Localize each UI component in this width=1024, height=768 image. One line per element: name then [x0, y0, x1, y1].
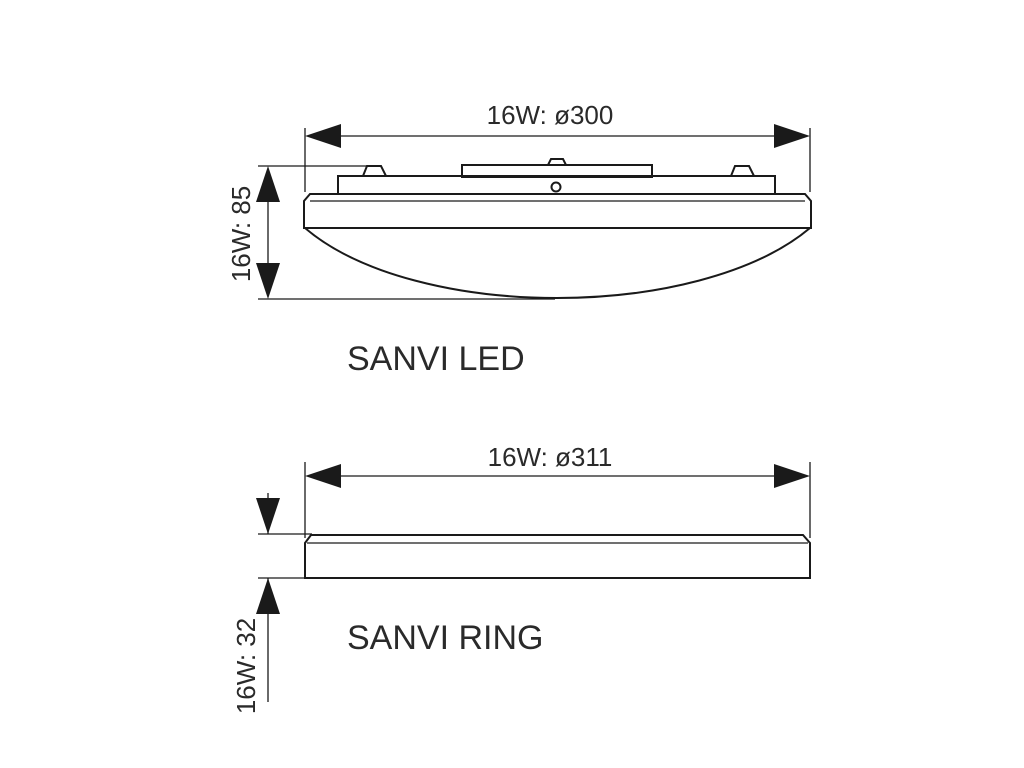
sanvi-led-height-label: 16W: 85 [226, 186, 256, 282]
sanvi-ring-width-label: 16W: ø311 [488, 442, 613, 472]
sanvi-ring-height-dimension: 16W: 32 [231, 493, 312, 714]
sanvi-led-width-label: 16W: ø300 [487, 100, 614, 130]
sanvi-led-height-dimension: 16W: 85 [226, 165, 555, 300]
sanvi-ring-luminaire [304, 534, 811, 579]
sanvi-led-title: SANVI LED [347, 340, 525, 378]
sanvi-ring-height-label: 16W: 32 [231, 618, 261, 714]
sanvi-ring-title: SANVI RING [347, 619, 543, 657]
sanvi-led-luminaire [303, 158, 812, 300]
sanvi-ring-width-dimension: 16W: ø311 [304, 442, 811, 538]
sanvi-ring-drawing: 16W: ø311 16W: 32 SANVI RING [231, 442, 811, 714]
sanvi-led-drawing: 16W: ø300 16W: 85 [226, 100, 812, 378]
sanvi-led-width-dimension: 16W: ø300 [304, 100, 811, 192]
